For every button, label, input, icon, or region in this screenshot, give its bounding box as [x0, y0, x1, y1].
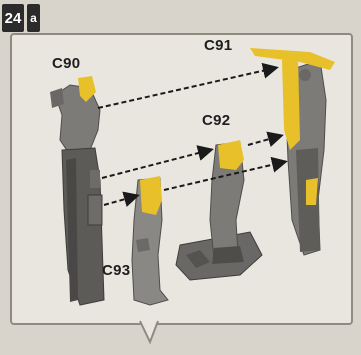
- arrow-c90-c91: [98, 68, 275, 108]
- label-c93: C93: [102, 262, 130, 279]
- label-c91: C91: [204, 37, 232, 54]
- label-c90: C90: [52, 55, 80, 72]
- arrow-c92-c91: [248, 136, 280, 145]
- c93-leg: [132, 176, 168, 305]
- c92-leg-on-base: [176, 140, 262, 280]
- arrow-to-c93: [104, 196, 136, 205]
- label-c92: C92: [202, 112, 230, 129]
- arrow-to-c92: [102, 150, 210, 178]
- c91-glue-area: [282, 58, 300, 150]
- left-figure: [50, 76, 104, 305]
- c91-figure: [250, 48, 335, 255]
